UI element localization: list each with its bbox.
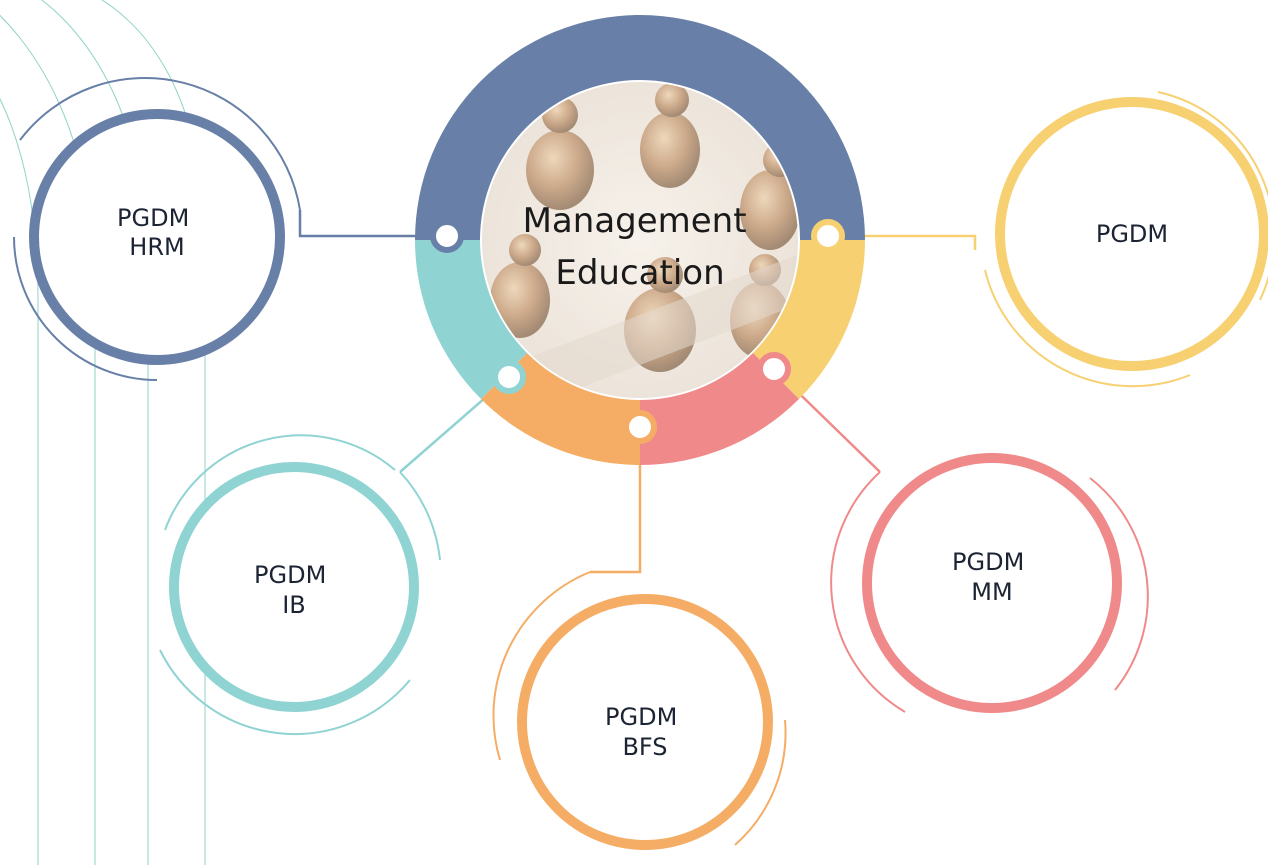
- node-ib-line1: PGDM: [254, 561, 326, 589]
- node-pgdm-mm[interactable]: PGDM MM: [830, 453, 1149, 713]
- node-hrm-line2: HRM: [129, 233, 184, 261]
- dot-bfs: [623, 410, 657, 444]
- node-pgdm-outer-arc: [1157, 91, 1268, 301]
- node-pgdm-hrm[interactable]: PGDM HRM: [13, 77, 301, 381]
- node-ib-label: PGDM IB: [254, 561, 334, 619]
- junction-dots: [430, 219, 845, 444]
- node-mm-line1: PGDM: [952, 548, 1024, 576]
- node-ib-line2: IB: [282, 591, 306, 619]
- connector-pgdm: [828, 234, 977, 250]
- node-bfs-line1: PGDM: [605, 703, 677, 731]
- node-hrm-line1: PGDM: [117, 204, 189, 232]
- node-bfs-outer-arc: [492, 571, 591, 761]
- node-mm-line2: MM: [971, 578, 1012, 606]
- ring-segment-slate: [415, 15, 865, 240]
- center-title: Management Education: [523, 201, 758, 293]
- connector-hrm: [298, 210, 447, 238]
- node-bfs-label: PGDM BFS: [605, 703, 685, 761]
- dot-hrm: [430, 219, 464, 253]
- dot-ib: [492, 360, 526, 394]
- node-bfs-line2: BFS: [622, 733, 667, 761]
- center-title-line1: Management: [523, 201, 747, 241]
- dot-pgdm: [811, 219, 845, 253]
- center-title-line2: Education: [555, 253, 724, 293]
- node-pgdm-line1: PGDM: [1096, 220, 1168, 248]
- connector-bfs: [590, 427, 642, 574]
- node-hrm-outer-arc: [19, 77, 301, 211]
- node-pgdm-ib[interactable]: PGDM IB: [159, 434, 441, 736]
- node-pgdm-bfs[interactable]: PGDM BFS: [492, 571, 787, 850]
- node-pgdm[interactable]: PGDM: [984, 91, 1268, 388]
- ring-segment-coral: [640, 353, 799, 465]
- node-mm-outer-arc: [830, 471, 906, 713]
- node-ib-outer-arc: [399, 471, 441, 561]
- node-mm-label: PGDM MM: [952, 548, 1032, 606]
- dot-mm: [757, 352, 791, 386]
- node-pgdm-label: PGDM: [1096, 220, 1168, 248]
- node-hrm-label: PGDM HRM: [117, 204, 197, 261]
- ring-segment-teal: [415, 240, 527, 399]
